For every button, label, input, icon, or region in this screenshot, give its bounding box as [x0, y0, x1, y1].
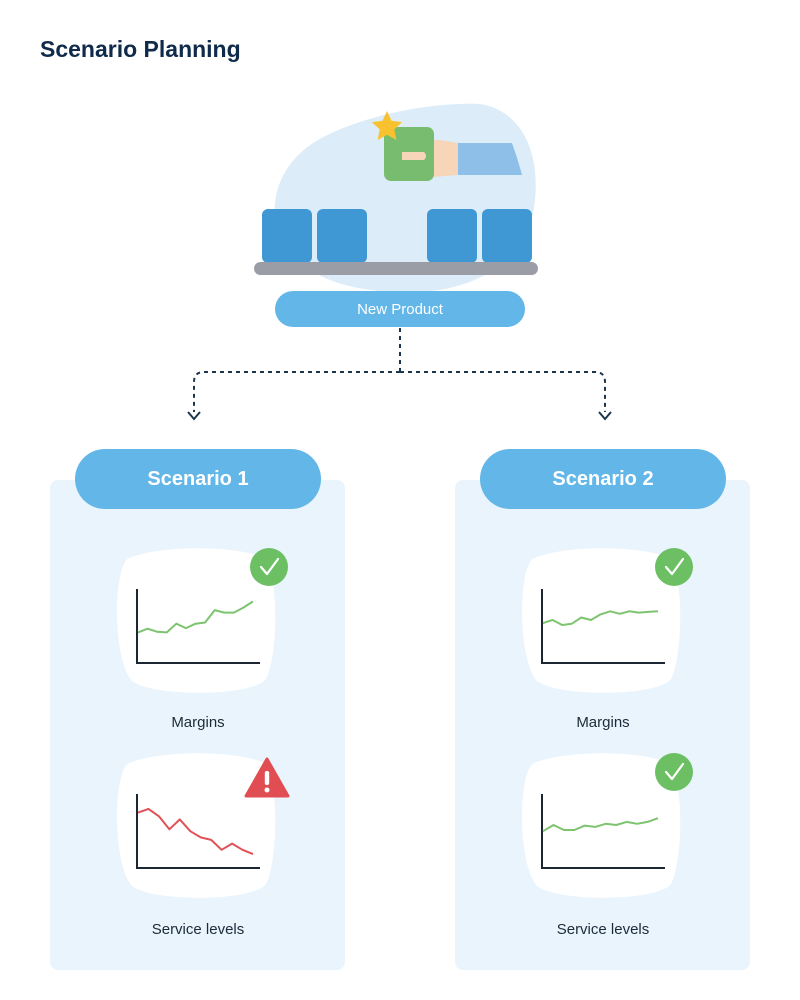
trend-line [542, 817, 659, 833]
star-icon [371, 111, 403, 140]
scenario-1-title: Scenario 1 [75, 449, 321, 509]
metric-label: Margins [171, 714, 225, 731]
metric-chart [116, 753, 290, 898]
metric-card [112, 547, 288, 697]
box-group-left [262, 209, 367, 263]
check-icon [655, 548, 693, 586]
box-group-right [427, 209, 532, 263]
connector-branch-right [400, 371, 606, 412]
box-icon [262, 209, 312, 263]
page-title: Scenario Planning [40, 36, 241, 62]
metric-label: Service levels [556, 921, 650, 938]
metric-chart [116, 548, 288, 693]
box-icon [482, 209, 532, 263]
chart-axes [136, 589, 260, 664]
hero-illustration [254, 103, 538, 293]
sleeve-icon [458, 143, 522, 175]
metric-card [517, 752, 693, 902]
branch-connector [187, 328, 612, 421]
connector-branch-left [193, 371, 400, 412]
metric-chart [521, 548, 693, 693]
new-product-label: New Product [275, 291, 525, 327]
trend-line [137, 807, 254, 856]
card-background [116, 548, 276, 693]
check-icon [250, 548, 288, 586]
box-icon [427, 209, 477, 263]
metric-card [517, 547, 693, 697]
metric-label: Margins [576, 714, 630, 731]
thumb-icon [402, 152, 426, 160]
chart-axes [541, 794, 665, 869]
card-background [521, 548, 681, 693]
scenario-2-title: Scenario 2 [480, 449, 726, 509]
metric-chart [521, 753, 693, 898]
card-background [116, 753, 276, 898]
check-icon [655, 753, 693, 791]
chart-axes [136, 794, 260, 869]
chart-axes [541, 589, 665, 664]
trend-line [542, 610, 659, 626]
arrow-down-icon [187, 411, 201, 421]
conveyor-belt [254, 262, 538, 275]
warning-icon [244, 757, 290, 798]
metric-card [112, 752, 290, 902]
trend-line [137, 600, 254, 634]
metric-label: Service levels [151, 921, 245, 938]
box-icon [317, 209, 367, 263]
arrow-down-icon [598, 411, 612, 421]
